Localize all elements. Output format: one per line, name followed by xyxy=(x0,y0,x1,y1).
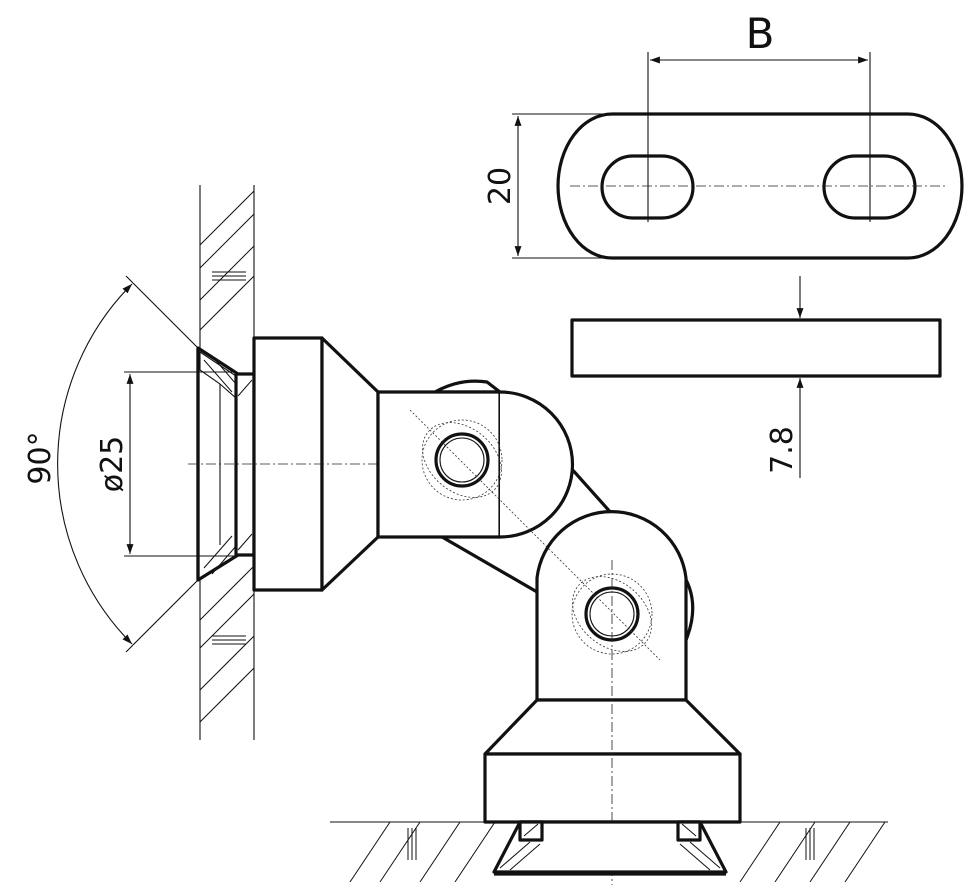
floor-countersunk-insert xyxy=(492,820,728,876)
thickness-dimension: 7.8 xyxy=(765,276,804,478)
floor-section xyxy=(330,821,888,882)
angle-label: 90° xyxy=(23,431,58,484)
plate-side-view xyxy=(570,318,942,378)
wall-section xyxy=(199,185,255,740)
thickness-label: 7.8 xyxy=(765,426,800,474)
floor-bracket xyxy=(483,698,742,824)
b-label: B xyxy=(746,9,775,58)
diameter-label: ø25 xyxy=(95,436,130,493)
upper-hinge xyxy=(376,379,575,539)
centerline-diagonal xyxy=(409,409,661,661)
width-dimension: 20 xyxy=(483,113,612,259)
angle-dimension: 90° xyxy=(23,275,199,653)
b-dimension: B xyxy=(650,9,868,64)
wall-countersunk-insert xyxy=(196,346,256,582)
slotted-plate-top-view xyxy=(556,52,964,260)
lower-hinge xyxy=(535,510,695,702)
width-label: 20 xyxy=(483,167,518,205)
